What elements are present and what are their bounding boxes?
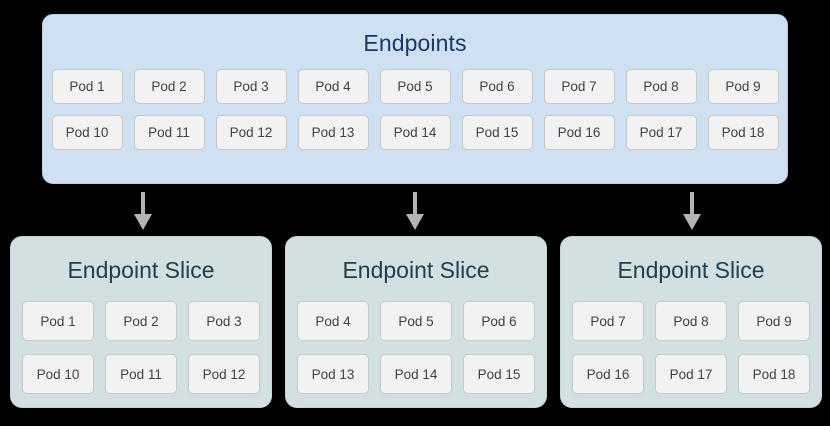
endpoint-slice-pod-grid: Pod 7 Pod 8 Pod 9 Pod 16 Pod 17 Pod 18	[572, 301, 810, 394]
pod-chip[interactable]: Pod 8	[655, 301, 727, 341]
pod-chip[interactable]: Pod 3	[188, 301, 260, 341]
pod-chip[interactable]: Pod 8	[625, 69, 697, 104]
slice-pod-row-1: Pod 1 Pod 2 Pod 3	[22, 301, 260, 341]
pod-chip[interactable]: Pod 10	[51, 115, 123, 150]
pod-chip[interactable]: Pod 6	[463, 301, 535, 341]
pod-chip[interactable]: Pod 11	[133, 115, 205, 150]
pod-chip[interactable]: Pod 5	[380, 301, 452, 341]
arrow-down-icon	[132, 192, 154, 230]
arrow-shaft	[413, 192, 417, 217]
pod-chip[interactable]: Pod 18	[738, 354, 810, 394]
pod-chip[interactable]: Pod 4	[297, 301, 369, 341]
pod-chip[interactable]: Pod 7	[543, 69, 615, 104]
pod-chip[interactable]: Pod 4	[297, 69, 369, 104]
endpoint-slice-title: Endpoint Slice	[67, 257, 215, 283]
pod-chip[interactable]: Pod 2	[105, 301, 177, 341]
pod-chip[interactable]: Pod 3	[215, 69, 287, 104]
arrow-head	[683, 214, 701, 230]
pod-chip[interactable]: Pod 12	[188, 354, 260, 394]
slice-pod-row-2: Pod 10 Pod 11 Pod 12	[22, 354, 260, 394]
arrow-shaft	[690, 192, 694, 217]
pod-chip[interactable]: Pod 10	[22, 354, 94, 394]
pod-chip[interactable]: Pod 18	[707, 115, 779, 150]
endpoint-slice-pod-grid: Pod 1 Pod 2 Pod 3 Pod 10 Pod 11 Pod 12	[22, 301, 260, 394]
pod-chip[interactable]: Pod 9	[738, 301, 810, 341]
pod-chip[interactable]: Pod 13	[297, 354, 369, 394]
pod-chip[interactable]: Pod 2	[133, 69, 205, 104]
pod-chip[interactable]: Pod 14	[379, 115, 451, 150]
pod-chip[interactable]: Pod 17	[625, 115, 697, 150]
endpoint-slice-title: Endpoint Slice	[617, 257, 765, 283]
pod-chip[interactable]: Pod 7	[572, 301, 644, 341]
slice-pod-row-2: Pod 13 Pod 14 Pod 15	[297, 354, 535, 394]
slice-pod-row-2: Pod 16 Pod 17 Pod 18	[572, 354, 810, 394]
pod-chip[interactable]: Pod 16	[572, 354, 644, 394]
arrow-down-icon	[681, 192, 703, 230]
pod-chip[interactable]: Pod 15	[461, 115, 533, 150]
pod-chip[interactable]: Pod 11	[105, 354, 177, 394]
endpoints-pod-row-1: Pod 1 Pod 2 Pod 3 Pod 4 Pod 5 Pod 6 Pod …	[51, 69, 779, 104]
slice-pod-row-1: Pod 4 Pod 5 Pod 6	[297, 301, 535, 341]
arrow-head	[134, 214, 152, 230]
endpoint-slice-pod-grid: Pod 4 Pod 5 Pod 6 Pod 13 Pod 14 Pod 15	[297, 301, 535, 394]
slice-pod-row-1: Pod 7 Pod 8 Pod 9	[572, 301, 810, 341]
pod-chip[interactable]: Pod 13	[297, 115, 369, 150]
pod-chip[interactable]: Pod 14	[380, 354, 452, 394]
endpoints-pod-row-2: Pod 10 Pod 11 Pod 12 Pod 13 Pod 14 Pod 1…	[51, 115, 779, 150]
endpoints-pod-grid: Pod 1 Pod 2 Pod 3 Pod 4 Pod 5 Pod 6 Pod …	[51, 69, 779, 150]
pod-chip[interactable]: Pod 6	[461, 69, 533, 104]
pod-chip[interactable]: Pod 12	[215, 115, 287, 150]
endpoint-slice-title: Endpoint Slice	[342, 257, 490, 283]
arrow-head	[406, 214, 424, 230]
pod-chip[interactable]: Pod 9	[707, 69, 779, 104]
pod-chip[interactable]: Pod 1	[22, 301, 94, 341]
endpoint-slice-1: Endpoint Slice Pod 1 Pod 2 Pod 3 Pod 10 …	[10, 236, 272, 408]
endpoints-container: Endpoints Pod 1 Pod 2 Pod 3 Pod 4 Pod 5 …	[42, 14, 788, 184]
arrow-down-icon	[404, 192, 426, 230]
pod-chip[interactable]: Pod 17	[655, 354, 727, 394]
pod-chip[interactable]: Pod 5	[379, 69, 451, 104]
endpoint-slice-3: Endpoint Slice Pod 7 Pod 8 Pod 9 Pod 16 …	[560, 236, 822, 408]
endpoints-title: Endpoints	[363, 30, 467, 56]
endpoint-slice-2: Endpoint Slice Pod 4 Pod 5 Pod 6 Pod 13 …	[285, 236, 547, 408]
arrow-shaft	[141, 192, 145, 217]
pod-chip[interactable]: Pod 15	[463, 354, 535, 394]
pod-chip[interactable]: Pod 1	[51, 69, 123, 104]
pod-chip[interactable]: Pod 16	[543, 115, 615, 150]
